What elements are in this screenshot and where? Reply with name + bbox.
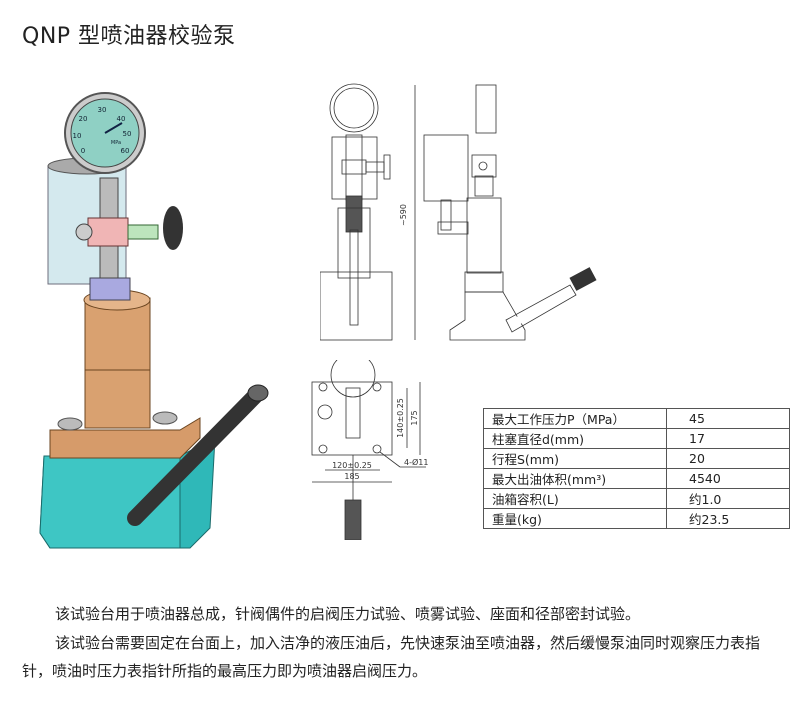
pump-handle — [127, 385, 266, 526]
table-row: 最大出油体积(mm³)4540 — [483, 468, 790, 489]
height-dimension: ~590 — [399, 204, 408, 226]
gauge-tick: 60 — [121, 147, 130, 155]
spec-label: 最大工作压力P（MPa） — [483, 408, 667, 429]
gauge-unit: MPa — [111, 140, 121, 146]
spec-label: 重量(kg) — [483, 508, 667, 529]
holes-dimension: 4-Ø11 — [404, 457, 428, 467]
pump-body — [84, 297, 151, 429]
table-row: 行程S(mm)20 — [483, 448, 790, 469]
gauge-tick: 10 — [73, 132, 82, 140]
description-paragraph: 该试验台用于喷油器总成，针阀偶件的启阀压力试验、喷雾试验、座面和径部密封试验。 — [55, 605, 641, 623]
gauge-tick: 20 — [79, 115, 88, 123]
technical-drawing-plan: 140±0.25 175 120±0.25 185 4-Ø11 — [311, 360, 428, 540]
spec-value: 约1.0 — [666, 488, 790, 509]
valve-block — [87, 217, 129, 247]
table-row: 柱塞直径d(mm)17 — [483, 428, 790, 449]
table-row: 油箱容积(L)约1.0 — [483, 488, 790, 509]
table-row: 重量(kg)约23.5 — [483, 508, 790, 529]
valve-knob — [163, 206, 183, 250]
spec-table: 最大工作压力P（MPa）45 柱塞直径d(mm)17 行程S(mm)20 最大出… — [483, 408, 790, 529]
pump-flange — [49, 417, 201, 459]
spec-value: 45 — [666, 408, 790, 429]
gauge-needle — [104, 122, 123, 134]
dimension-185: 185 — [344, 472, 359, 481]
table-row: 最大工作压力P（MPa）45 — [483, 408, 790, 429]
spec-value: 约23.5 — [666, 508, 790, 529]
gauge-tick: 30 — [98, 106, 107, 114]
spec-label: 柱塞直径d(mm) — [483, 428, 667, 449]
spec-value: 20 — [666, 448, 790, 469]
gauge-tick: 50 — [123, 130, 132, 138]
spec-label: 最大出油体积(mm³) — [483, 468, 667, 489]
dimension-120: 120±0.25 — [332, 461, 372, 470]
spec-label: 油箱容积(L) — [483, 488, 667, 509]
spec-label: 行程S(mm) — [483, 448, 667, 469]
spec-value: 4540 — [666, 468, 790, 489]
description-paragraph: 该试验台需要固定在台面上，加入洁净的液压油后，先快速泵油至喷油器，然后缓慢泵油同… — [22, 633, 761, 681]
technical-drawing-elevation: ~590 — [320, 83, 597, 341]
dimension-140: 140±0.25 — [396, 398, 405, 438]
gauge-tick: 40 — [117, 115, 126, 123]
page-title: QNP 型喷油器校验泵 — [22, 24, 236, 49]
description: 该试验台用于喷油器总成，针阀偶件的启阀压力试验、喷雾试验、座面和径部密封试验。 … — [22, 600, 782, 686]
spec-value: 17 — [666, 428, 790, 449]
product-photo: 0 10 20 30 40 50 60 MPa — [39, 92, 269, 549]
dimension-175: 175 — [410, 410, 419, 425]
gauge-tick: 0 — [81, 147, 85, 155]
